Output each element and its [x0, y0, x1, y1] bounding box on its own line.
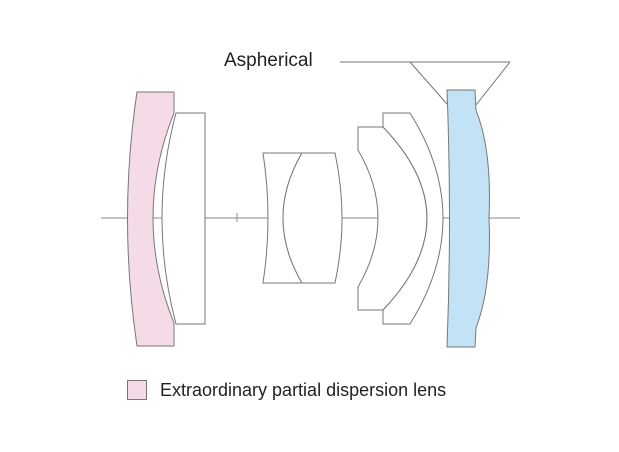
lens-element-4 [282, 152, 343, 284]
lens-element-1-ed [127, 91, 175, 347]
lens-element-7-aspherical [446, 89, 490, 348]
legend-label: Extraordinary partial dispersion lens [160, 380, 447, 400]
lens-element-2 [161, 112, 206, 325]
legend-swatch-ed [127, 380, 147, 400]
aspherical-label: Aspherical [224, 50, 313, 71]
aspherical-callout-lines [340, 61, 511, 106]
lens-element-6 [382, 112, 444, 325]
